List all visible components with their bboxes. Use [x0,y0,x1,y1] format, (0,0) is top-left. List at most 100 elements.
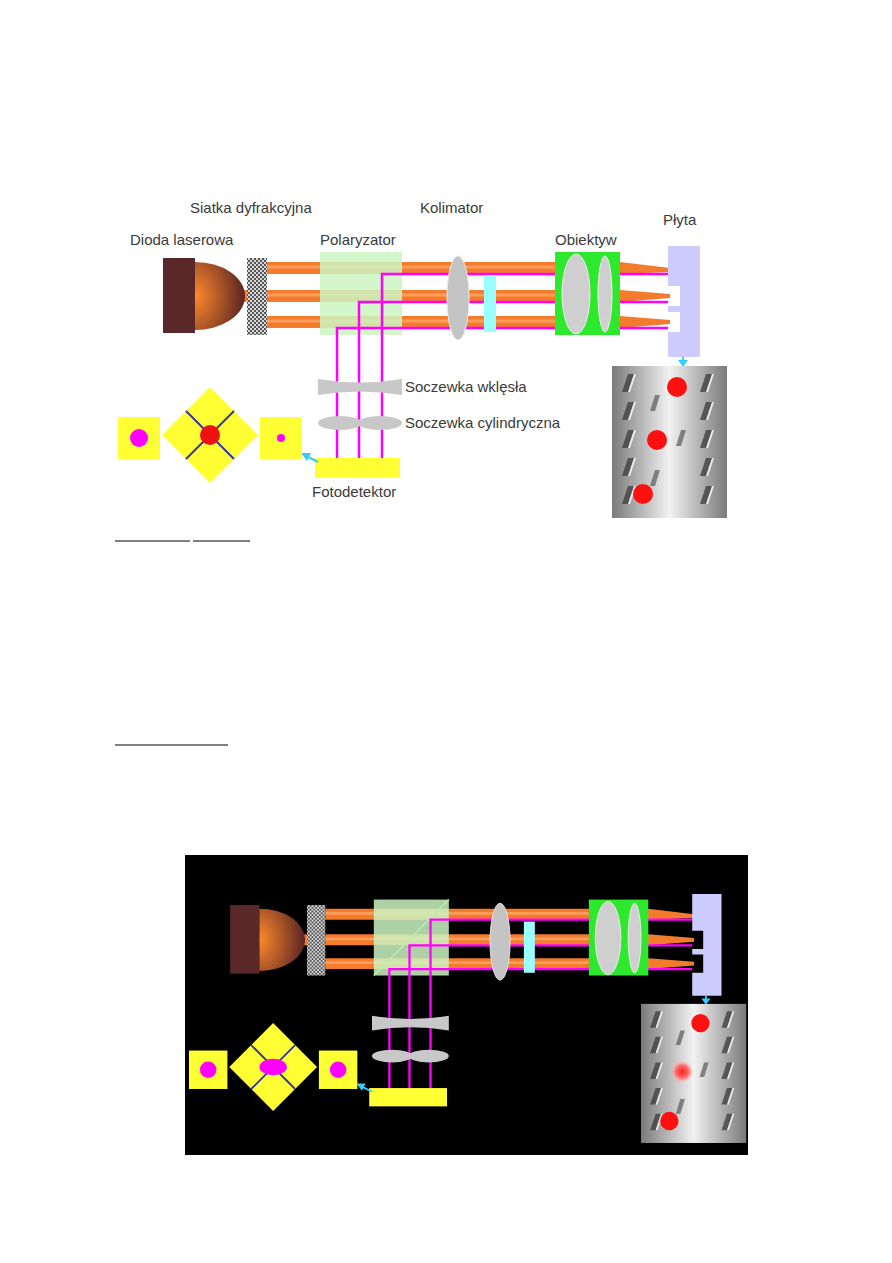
disc-pit [700,1062,709,1077]
objective-lens [595,901,621,974]
disc-pit-edge [727,1088,734,1104]
spot [259,1059,286,1075]
disc-pit [650,470,660,486]
disc-pit-edge [656,1088,663,1104]
detector-quadrant [319,1051,357,1089]
objective-lens [628,903,641,973]
spot [130,429,148,447]
part-label: Soczewka cylindryczna [405,414,560,432]
diffraction-grating [247,258,267,335]
objective-housing [555,252,620,335]
waveplate [484,276,496,332]
disc-surface [612,366,727,518]
waveplate [524,922,535,973]
photodetector [369,1088,447,1106]
top-diagram [118,246,727,518]
disc-pit-edge [628,430,636,448]
bottom-diagram [189,894,746,1143]
disc-pit-edge [628,402,636,420]
quad-divider [186,411,234,459]
part-label: Obiektyw [555,231,617,249]
disc-pit-edge [656,1037,663,1053]
detector-quadrant [118,417,160,459]
laser-spot [671,1061,693,1083]
objective-lens [598,256,612,332]
underline [115,745,228,746]
objective-housing [589,900,648,976]
collimator-lens [490,903,510,980]
detector-quadrant [260,417,302,459]
quad-detector [162,387,258,483]
part-label: Dioda laserowa [130,231,233,249]
laser-spot [691,1014,709,1032]
dark-panel [185,855,748,1155]
underline [115,541,190,542]
disc-pit [676,1030,685,1045]
disc-pit-edge [628,374,636,392]
disc-pit-edge [656,1011,663,1027]
part-label: Fotodetektor [312,483,396,501]
disc-pit-edge [727,1062,734,1078]
cylindrical-lens [409,1050,449,1063]
disc-pit-edge [656,1062,663,1078]
disc-pit [676,1099,685,1114]
part-label: Polaryzator [320,231,396,249]
disc-pit-edge [706,458,714,476]
quad-divider [251,1045,295,1089]
cylindrical-lens [372,1050,412,1063]
concave-lens [372,1016,449,1031]
part-label: Płyta [663,211,696,229]
pointer-arrowhead [701,998,710,1004]
disc-pit-edge [628,458,636,476]
pointer-arrowhead [301,453,311,461]
laser-diode-dome [259,909,305,971]
collimator-lens [447,256,469,340]
disc-pit [676,430,686,446]
pointer-arrow [308,457,318,462]
quad-divider [251,1045,295,1089]
disc-plate [668,246,700,357]
disc-pit-edge [727,1037,734,1053]
laser-diode-body [163,258,195,333]
polarizer [374,900,449,976]
objective-lens [562,254,590,334]
polarizer [320,252,402,335]
laser-spot [633,484,653,504]
disc-pit-edge [727,1011,734,1027]
pointer-arrow [363,1087,372,1092]
disc-pit-edge [706,430,714,448]
spot [277,434,285,442]
disc-pit-edge [706,486,714,504]
quad-divider [186,411,234,459]
diffraction-grating [307,905,325,975]
part-label: Siatka dyfrakcyjna [190,199,312,217]
cylindrical-lens [318,416,362,430]
spot [330,1062,346,1078]
laser-spot [647,430,667,450]
disc-pit [650,395,660,411]
polarizer-diagonal [374,900,449,976]
disc-surface [641,1004,746,1143]
disc-plate [692,894,721,996]
underline [193,541,250,542]
photodetector [315,458,400,478]
disc-pit-edge [706,374,714,392]
detector-quadrant [189,1051,227,1089]
laser-diode-body [230,905,259,974]
laser-diode-dome [195,262,245,330]
pointer-arrowhead [356,1083,365,1090]
pointer-arrowhead [678,360,688,367]
disc-pit-edge [706,402,714,420]
part-label: Soczewka wklęsła [405,378,527,396]
part-label: Kolimator [420,199,483,217]
laser-spot [667,377,687,397]
cylindrical-lens [358,416,402,430]
laser-spot [660,1112,678,1130]
quad-detector [229,1023,317,1111]
spot [200,1062,216,1078]
spot [200,425,220,445]
concave-lens [318,379,402,395]
disc-pit-edge [727,1114,734,1130]
